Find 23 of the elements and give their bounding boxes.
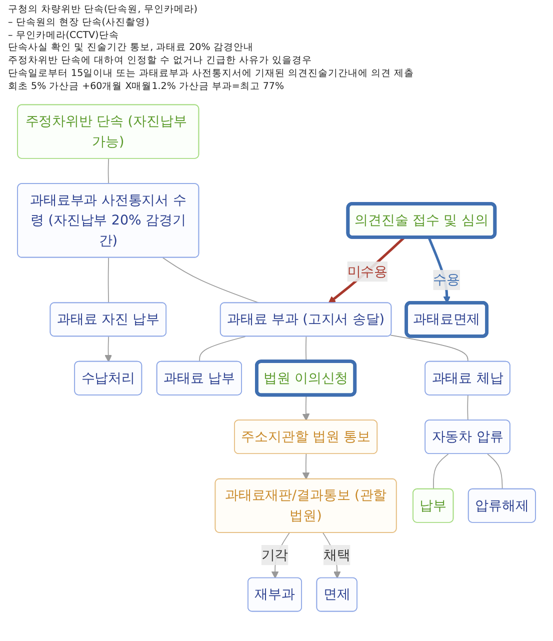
connector [199,336,246,362]
arrow [302,394,310,420]
connector [390,334,468,362]
connector [467,394,468,421]
connector [306,336,307,362]
edge-label: 채택 [323,546,350,562]
note-text: 단속일로부터 15일이내 또는 과태료부과 사전통지서에 기재된 의견진술기간내에 의견 제출 [8,68,416,81]
note-text: 회초 5% 가산금 +60개월 X매월1.2% 가산금 부과=최고 77% [8,80,285,94]
edge-label: 기각 [261,546,288,562]
note-text: – 단속원의 현장 단속(사진촬영) [8,16,150,30]
note-text: 구청의 차량위반 단속(단속원, 무인카메라) [8,4,198,17]
note-text: 주정차위반 단속에 대하여 인정할 수 없거나 긴급한 사유가 있을경우 [8,55,314,68]
connector [108,257,109,304]
connector [108,158,109,184]
arrow [104,336,112,362]
edge-label: 미수용 [347,262,388,279]
arrow [328,236,405,304]
connector [487,453,503,490]
arrow [302,453,310,480]
note-text: – 무인카메라(CCTV)단속 [8,30,120,42]
edge-label: 수용 [433,271,460,288]
note-text: 단속사실 확인 및 진술기간 통보, 과태료 20% 감경안내 [8,42,254,56]
connector [433,453,449,490]
